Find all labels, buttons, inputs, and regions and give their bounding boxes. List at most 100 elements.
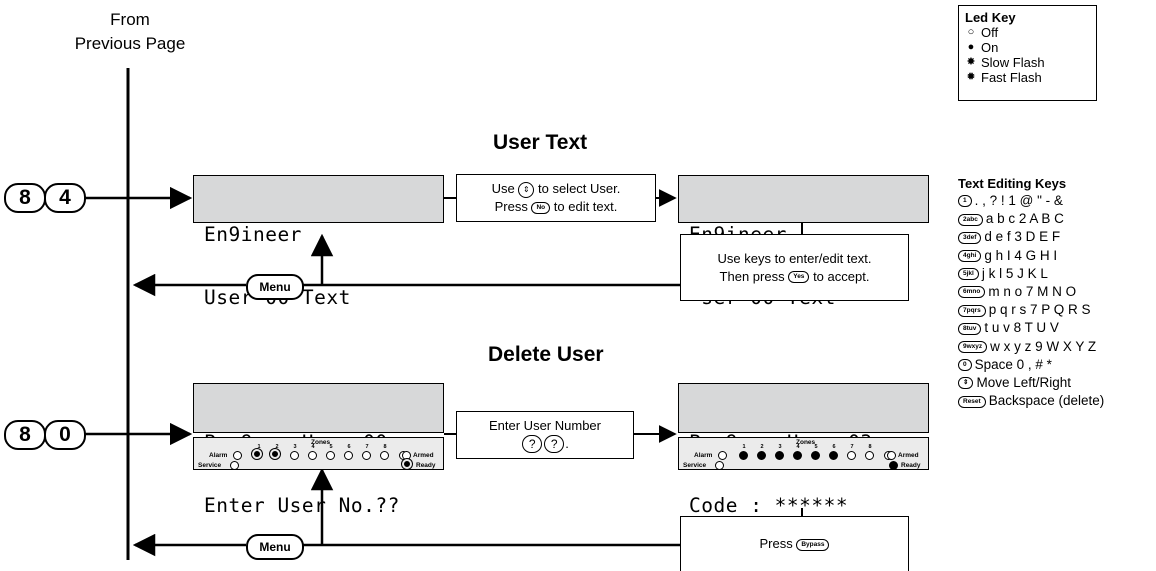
zone-led: [380, 451, 389, 460]
zone-led: [254, 451, 260, 457]
led-off-icon: ○: [967, 26, 975, 38]
press-text: Press: [759, 536, 793, 551]
user-text-title: User Text: [493, 131, 588, 154]
lcd-line-2: User 00 Text: [204, 286, 351, 309]
led-key-label: Slow Flash: [981, 55, 1045, 70]
menu-button-user-text[interactable]: Menu: [246, 274, 304, 300]
question-key-icon: ?: [544, 435, 565, 454]
edit-note-line-2: Then press Yes to accept.: [720, 268, 870, 286]
keypad-key-icon: 4ghi: [958, 250, 982, 263]
keypad-key-icon: 9wxyz: [958, 341, 988, 354]
key-0-delete-user[interactable]: 0: [44, 420, 86, 450]
armed-label: Armed: [413, 452, 434, 459]
key-8-user-text[interactable]: 8: [4, 183, 46, 213]
zone-led: [865, 451, 874, 460]
key-characters: p q r s 7 P Q R S: [988, 302, 1091, 318]
key-characters: Move Left/Right: [976, 375, 1071, 391]
led-key-label: Fast Flash: [981, 70, 1042, 85]
question-key-icon: ?: [522, 435, 543, 454]
instruction-dot: .: [565, 435, 569, 451]
keypad-key-icon: 1: [958, 195, 972, 208]
zone-number: 6: [347, 444, 351, 450]
zone-led: [757, 451, 766, 460]
service-led: [230, 461, 239, 470]
key-characters: t u v 8 T U V: [984, 320, 1059, 336]
service-label: Service: [683, 462, 707, 469]
led-slow-flash-icon: ✸: [966, 56, 976, 68]
zone-led: [811, 451, 820, 460]
key-characters: . , ? ! 1 @ " - &: [974, 193, 1063, 208]
edit-text-instruction: Use keys to enter/edit text. Then press …: [680, 234, 909, 301]
led-key-slow-flash: ✸ Slow Flash: [965, 55, 1090, 70]
keypad-key-icon: 5jkl: [958, 268, 979, 281]
ready-led: [404, 461, 410, 467]
edit-note-text: Then press: [719, 268, 785, 284]
edit-note-line-1: Use keys to enter/edit text.: [717, 250, 872, 266]
key-characters: Backspace (delete): [988, 393, 1105, 409]
zone-led: [308, 451, 317, 460]
select-user-instruction: Use ⇕ to select User. Press No to edit t…: [456, 174, 656, 222]
key-characters: d e f 3 D E F: [984, 229, 1061, 245]
zone-number: 2: [275, 444, 279, 450]
text-editing-key-row: ⇕Move Left/Right: [958, 374, 1156, 392]
keypad-key-icon: ⇕: [958, 377, 974, 390]
lcd-line-2: Enter User No.??: [204, 494, 400, 517]
yes-key-icon: Yes: [788, 271, 810, 284]
zone-number: 3: [293, 444, 297, 450]
zone-led: [362, 451, 371, 460]
led-key-fast-flash: ✹Fast Flash: [965, 70, 1090, 85]
keypad-key-icon: 8tuv: [958, 322, 982, 335]
led-key-label: Off: [981, 25, 999, 40]
zone-led: [829, 451, 838, 460]
zone-number: 5: [814, 444, 818, 450]
zone-number: 8: [868, 444, 872, 450]
zone-number: 1: [742, 444, 746, 450]
no-key-icon: No: [531, 201, 551, 214]
keypad-key-icon: Reset: [958, 395, 986, 408]
key-8-delete-user[interactable]: 8: [4, 420, 46, 450]
alarm-label: Alarm: [209, 452, 228, 459]
instruction-text: Use: [491, 181, 515, 196]
edit-note-text: to accept.: [813, 268, 870, 284]
press-line: Press Bypass: [760, 535, 830, 553]
led-key-off: ○ Off: [965, 25, 1090, 40]
key-4-user-text[interactable]: 4: [44, 183, 86, 213]
alarm-led: [233, 451, 242, 460]
led-key-on: ●On: [965, 40, 1090, 55]
press-bypass-instruction: Press Bypass: [680, 516, 909, 571]
zones-label: Zones: [796, 439, 816, 446]
zone-number: 7: [365, 444, 369, 450]
ready-label: Ready: [416, 462, 436, 469]
zone-led: [344, 451, 353, 460]
keypad-key-icon: 7pqrs: [958, 304, 986, 317]
alarm-label: Alarm: [694, 452, 713, 459]
scroll-arrows-icon: ⇕: [518, 181, 535, 198]
instruction-text: to edit text.: [553, 199, 618, 214]
enter-user-number-instruction: Enter User Number ??.: [456, 411, 634, 459]
key-characters: Space 0 , # *: [974, 356, 1052, 372]
lcd-line-2: Code : ******: [689, 494, 849, 517]
ready-led: [889, 461, 898, 470]
zone-number: 4: [796, 444, 800, 450]
led-key-label: On: [981, 40, 999, 55]
text-editing-keys-legend: Text Editing Keys 1. , ? ! 1 @ " - &2abc…: [958, 176, 1156, 410]
zone-number: 5: [329, 444, 333, 450]
key-characters: g h I 4 G H I: [984, 247, 1058, 263]
zone-number: 1: [257, 444, 261, 450]
zone-number: 6: [832, 444, 836, 450]
menu-button-delete-user[interactable]: Menu: [246, 534, 304, 560]
key-characters: w x y z 9 W X Y Z: [990, 338, 1097, 354]
zone-led: [775, 451, 784, 460]
bypass-key-icon: Bypass: [796, 538, 830, 551]
armed-led: [887, 451, 896, 460]
